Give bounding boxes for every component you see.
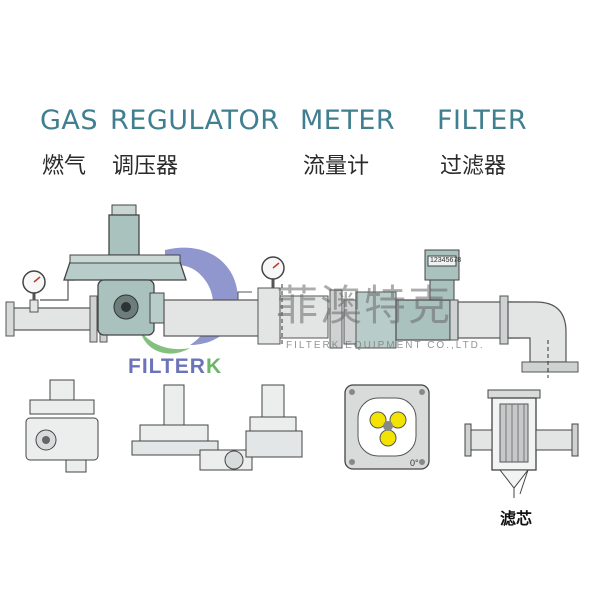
regulator-small-view [26,380,98,472]
header-meter-cn: 流量计 [303,148,369,180]
regulator-assembly-view [132,385,302,470]
inlet-pipe [6,296,107,342]
header-gas-cn: 燃气 [42,148,86,180]
company-logo: FILTERK [128,355,222,379]
meter-rotor-section [345,385,429,469]
meter-display: 12345678 [430,257,461,264]
filter-housing [465,390,578,498]
header-regulator-cn: 调压器 [112,148,178,180]
pressure-gauge-left [23,271,45,300]
logo-main-text: FILTER [128,355,206,378]
rotor-angle-label: 0° [410,458,419,468]
watermark-cn: 菲澳特克 [276,272,452,333]
header-filter-cn: 过滤器 [440,148,506,180]
header-meter-en: METER [300,105,395,136]
filter-element-label: 滤芯 [500,505,532,529]
header-filter-en: FILTER [437,105,527,136]
header-gas-en: GAS [40,105,98,136]
watermark-en: FILTERK EQUIPMENT CO.,LTD. [286,340,485,351]
header-regulator-en: REGULATOR [110,105,280,136]
outlet-pipe [458,296,578,378]
logo-accent-text: K [206,355,222,378]
